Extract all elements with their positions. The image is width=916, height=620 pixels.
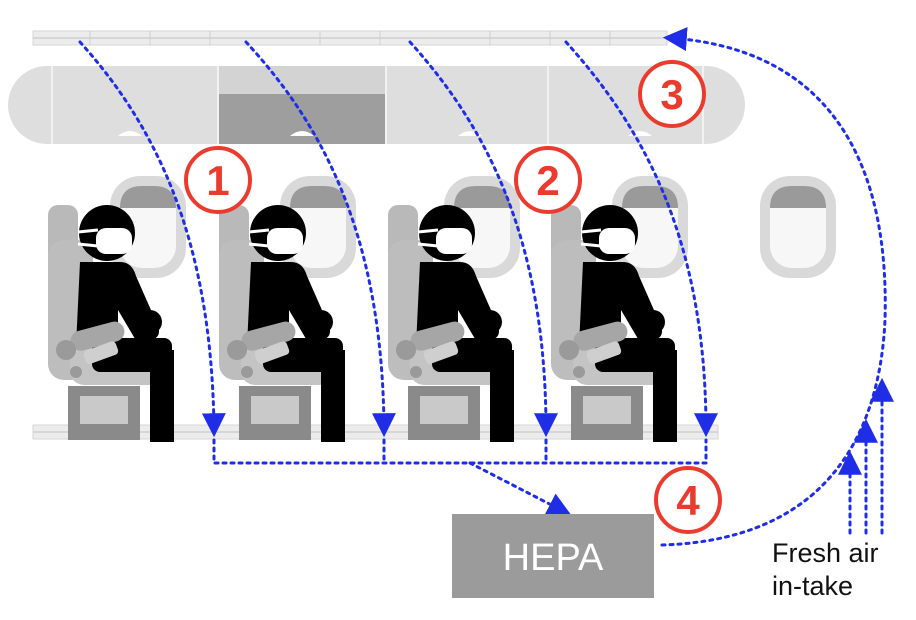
overhead-bins	[8, 66, 745, 144]
hepa-label: HEPA	[503, 537, 604, 579]
marker-4-label: 4	[676, 477, 700, 524]
window	[110, 176, 186, 278]
marker-3: 3	[638, 60, 706, 128]
fresh-air-line1: Fresh air	[772, 538, 879, 568]
ceiling-air-vent	[32, 30, 668, 46]
window	[280, 176, 356, 278]
marker-3-label: 3	[660, 71, 683, 118]
window	[444, 176, 520, 278]
marker-1-label: 1	[206, 157, 229, 204]
airflow-paths	[78, 27, 894, 547]
marker-2: 2	[514, 146, 582, 214]
window	[760, 176, 836, 278]
fresh-air-intake-label: Fresh air in-take	[772, 538, 879, 601]
marker-4: 4	[654, 466, 722, 534]
fresh-air-line2: in-take	[772, 571, 853, 601]
marker-1: 1	[184, 146, 252, 214]
seat-with-passenger	[48, 205, 174, 442]
hepa-filter: HEPA	[452, 514, 654, 598]
marker-2-label: 2	[536, 157, 559, 204]
